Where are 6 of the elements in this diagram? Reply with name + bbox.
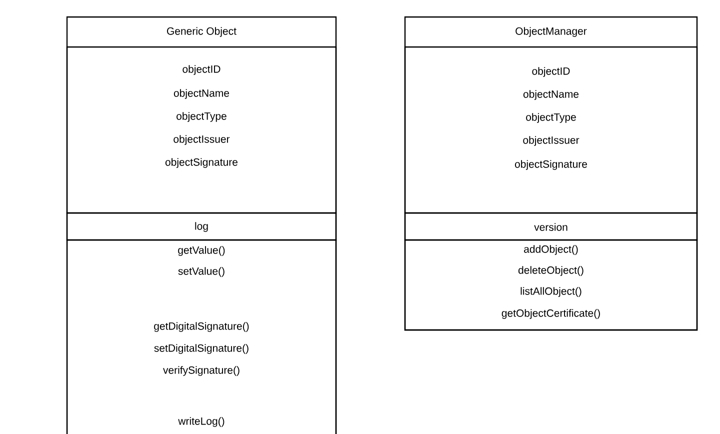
member-list: getValue() setValue() getDigitalSignature() setDigitalSignature() verifySignature() writeLog()	[66, 239, 337, 434]
section-heading: version	[404, 212, 698, 241]
section-heading: log	[66, 212, 337, 241]
member-list: objectID objectName objectType objectIssuer objectSignature	[66, 46, 337, 214]
member-list: addObject() deleteObject() listAllObject() getObjectCertificate()	[404, 239, 698, 331]
member-list: objectID objectName objectType objectIssuer objectSignature	[404, 46, 698, 214]
